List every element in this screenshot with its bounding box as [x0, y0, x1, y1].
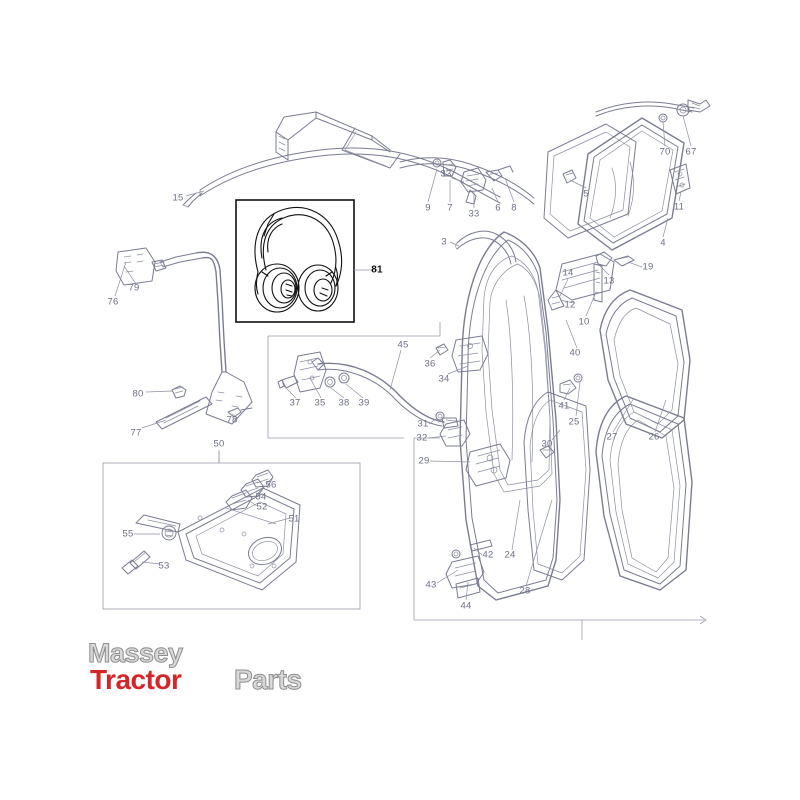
callout-33: 33 [468, 208, 480, 220]
mirror-head-inset-group [102, 452, 361, 610]
watermark: Massey Tractor Parts [88, 638, 318, 708]
mid-hinge-group [547, 251, 635, 311]
callout-6: 6 [495, 202, 501, 214]
callout-27: 27 [606, 431, 618, 443]
callout-55: 55 [122, 528, 134, 540]
callout-40: 40 [569, 347, 581, 359]
callout-4: 4 [660, 237, 666, 249]
callout-81: 81 [371, 264, 383, 276]
callout-24: 24 [504, 549, 516, 561]
callout-54: 54 [255, 491, 267, 503]
callout-10: 10 [578, 316, 590, 328]
callout-34: 34 [438, 373, 450, 385]
callout-51: 51 [288, 513, 300, 525]
callout-45: 45 [397, 339, 409, 351]
callout-33-top: 33 [440, 168, 452, 180]
callout-50: 50 [213, 438, 225, 450]
upper-hinge-group [399, 157, 535, 265]
callout-52: 52 [256, 501, 268, 513]
main-door-frame [435, 231, 561, 601]
callout-38: 38 [338, 397, 350, 409]
callout-30: 30 [541, 438, 553, 450]
callout-43: 43 [425, 579, 437, 591]
callout-12: 12 [564, 299, 576, 311]
callout-70: 70 [659, 146, 671, 158]
leader-lines [114, 115, 692, 601]
callout-26: 26 [648, 431, 660, 443]
callout-76: 76 [107, 296, 119, 308]
callout-13: 13 [603, 275, 615, 287]
callout-79: 79 [128, 282, 140, 294]
callout-29: 29 [418, 455, 430, 467]
callout-67: 67 [685, 146, 697, 158]
callout-44: 44 [460, 600, 472, 612]
rear-window-group [543, 99, 711, 251]
callout-19: 19 [642, 261, 654, 273]
callout-32: 32 [416, 432, 428, 444]
callout-39: 39 [358, 397, 370, 409]
callout-42: 42 [482, 549, 494, 561]
watermark-tractor: Tractor [90, 664, 182, 695]
callout-14: 14 [562, 267, 574, 279]
callout-7: 7 [447, 202, 453, 214]
mirror-arm-group [115, 247, 253, 430]
callout-8: 8 [511, 202, 517, 214]
callout-15: 15 [172, 192, 184, 204]
callout-31: 31 [417, 418, 429, 430]
callout-36: 36 [424, 358, 436, 370]
callout-11: 11 [673, 201, 685, 213]
callout-25: 25 [568, 416, 580, 428]
cable-assembly-group [267, 322, 489, 439]
ear-defenders-inset-group [235, 199, 368, 323]
callout-9: 9 [425, 202, 431, 214]
callout-77: 77 [130, 427, 142, 439]
callout-37: 37 [289, 397, 301, 409]
callout-41: 41 [558, 400, 570, 412]
watermark-parts: Parts [234, 664, 303, 696]
callout-53: 53 [158, 560, 170, 572]
callout-5: 5 [583, 188, 589, 200]
watermark-massey: Massey [88, 638, 184, 669]
callout-56: 56 [265, 479, 277, 491]
bottom-bracket [413, 437, 707, 640]
callout-35: 35 [314, 397, 326, 409]
callout-78: 78 [226, 414, 238, 426]
callout-80: 80 [132, 388, 144, 400]
door-glass-group [523, 391, 591, 581]
window-seal-group [559, 289, 693, 591]
callout-28: 28 [519, 585, 531, 597]
callout-3: 3 [441, 236, 447, 248]
